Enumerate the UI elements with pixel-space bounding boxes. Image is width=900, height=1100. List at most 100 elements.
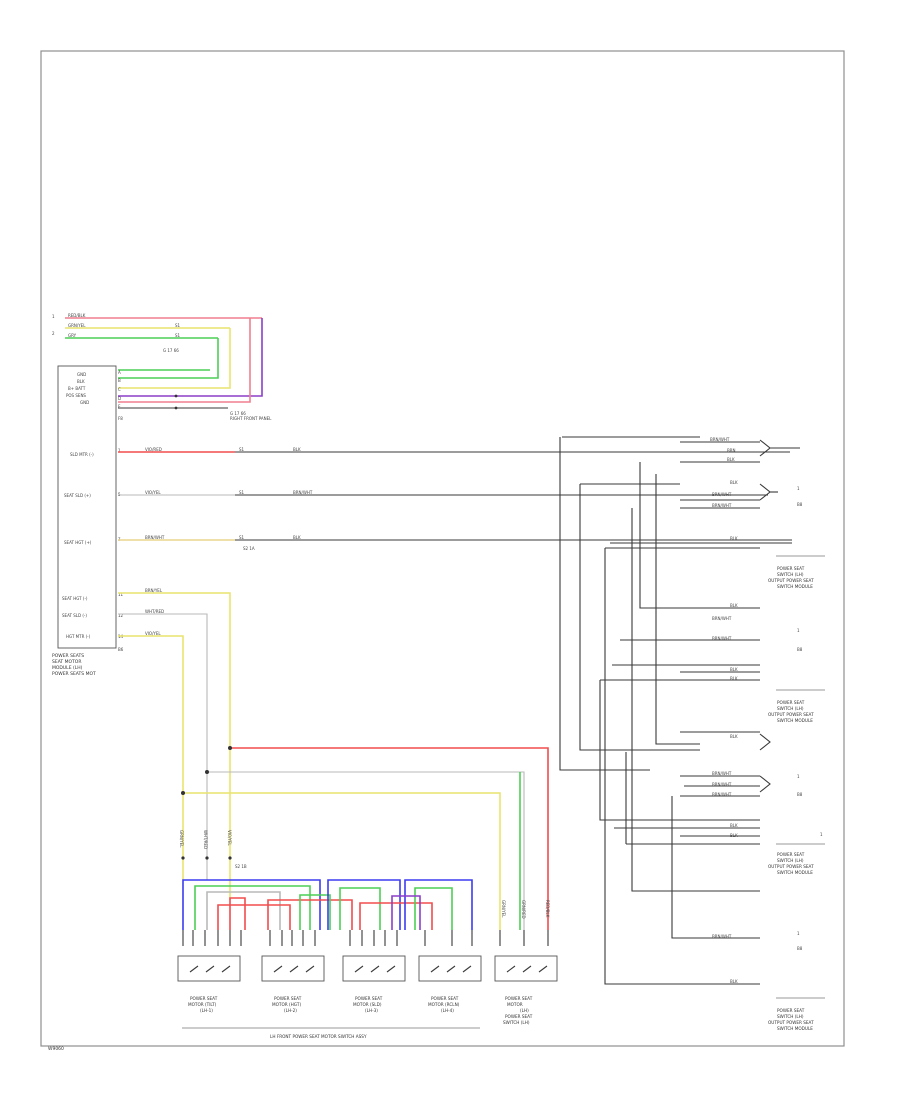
svg-text:E: E [118, 404, 121, 409]
switch-1-line-1: POWER SEAT [190, 996, 218, 1001]
svg-text:VIO/YEL: VIO/YEL [145, 631, 161, 636]
page-footer: W9060 [48, 1046, 64, 1052]
svg-text:F8: F8 [118, 416, 123, 421]
svg-text:11: 11 [118, 592, 124, 597]
right-module-2-line-3: OUTPUT POWER SEAT [768, 712, 814, 717]
svg-text:BLK: BLK [77, 379, 85, 384]
svg-text:12: 12 [118, 613, 124, 618]
switch-5-line-3: (LH) [520, 1008, 529, 1013]
svg-text:BRN/WHT: BRN/WHT [712, 616, 732, 621]
svg-text:BRN/WHT: BRN/WHT [712, 792, 732, 797]
svg-text:HGT MTR (-): HGT MTR (-) [66, 634, 91, 639]
right-module-4-line-3: OUTPUT POWER SEAT [768, 1020, 814, 1025]
svg-text:S2 1A: S2 1A [243, 546, 255, 551]
switch-4-line-1: POWER SEAT [431, 996, 459, 1001]
svg-text:BRN/YEL: BRN/YEL [145, 588, 163, 593]
switch-2-line-1: POWER SEAT [274, 996, 302, 1001]
right-module-1-line-4: SWITCH MODULE [777, 584, 813, 589]
right-module-4-line-4: SWITCH MODULE [777, 1026, 813, 1031]
svg-text:BRN/WHT: BRN/WHT [712, 636, 732, 641]
switch-labels: POWER SEAT MOTOR (TILT) (LH-1) POWER SEA… [182, 996, 533, 1039]
svg-text:1: 1 [797, 486, 800, 491]
svg-text:B8: B8 [797, 647, 803, 652]
svg-text:D: D [118, 396, 121, 401]
svg-text:POWER SEATS: POWER SEATS [52, 653, 84, 659]
svg-text:S1: S1 [239, 490, 245, 495]
right-module-3-line-2: SWITCH (LH) [777, 858, 804, 863]
right-module-1-line-2: SWITCH (LH) [777, 572, 804, 577]
switch-3-line-2: MOTOR (SLD) [353, 1002, 382, 1007]
right-connector-forks: 1 B8 1 B8 1 B8 1 B8 1 [759, 439, 823, 951]
svg-text:C: C [118, 387, 121, 392]
svg-text:BLK: BLK [730, 734, 738, 739]
right-module-bus [559, 436, 760, 985]
svg-text:G 17 66: G 17 66 [230, 411, 246, 416]
switch-4-line-3: (LH-4) [441, 1008, 454, 1013]
svg-text:BRN/WHT: BRN/WHT [712, 492, 732, 497]
right-module-4-line-1: POWER SEAT [777, 1008, 805, 1013]
right-module-labels: POWER SEAT SWITCH (LH) OUTPUT POWER SEAT… [768, 555, 825, 1031]
svg-text:BLK: BLK [730, 979, 738, 984]
svg-text:SEAT HGT (-): SEAT HGT (-) [62, 596, 88, 601]
svg-text:SLD MTR (-): SLD MTR (-) [70, 452, 94, 457]
svg-text:SEAT SLD (-): SEAT SLD (-) [62, 613, 87, 618]
right-module-1-line-1: POWER SEAT [777, 566, 805, 571]
svg-text:RED/BLK: RED/BLK [545, 900, 550, 918]
switch-5-line-2: MOTOR [507, 1002, 523, 1007]
right-module-2-line-2: SWITCH (LH) [777, 706, 804, 711]
svg-text:BLK: BLK [730, 667, 738, 672]
svg-text:GND: GND [77, 372, 86, 377]
switch-5-line-4: POWER SEAT [505, 1014, 533, 1019]
svg-text:BLK: BLK [293, 535, 301, 540]
svg-text:GRY: GRY [68, 333, 77, 338]
svg-text:BRN/WHT: BRN/WHT [145, 535, 165, 540]
switch-5-line-1: POWER SEAT [505, 996, 533, 1001]
bottom-group-label: LH FRONT POWER SEAT MOTOR SWITCH ASSY [270, 1034, 367, 1039]
svg-text:GRN/RED: GRN/RED [521, 900, 526, 919]
svg-text:BLK: BLK [730, 480, 738, 485]
svg-text:B8: B8 [797, 792, 803, 797]
svg-text:GND: GND [80, 400, 89, 405]
svg-text:2: 2 [52, 331, 55, 336]
svg-text:VIO/RED: VIO/RED [145, 447, 162, 452]
svg-text:WHT/RED: WHT/RED [145, 609, 164, 614]
svg-text:BRN/WHT: BRN/WHT [712, 503, 732, 508]
right-module-3-line-4: SWITCH MODULE [777, 870, 813, 875]
svg-text:BLK: BLK [730, 833, 738, 838]
svg-text:SEAT SLD (+): SEAT SLD (+) [64, 493, 91, 498]
switch-pin-stubs [182, 930, 549, 946]
svg-text:S2 1B: S2 1B [235, 864, 247, 869]
svg-text:POWER SEATS MOT: POWER SEATS MOT [52, 671, 96, 677]
switch-5 [494, 955, 558, 982]
svg-text:BLK: BLK [730, 536, 738, 541]
switch-1 [177, 955, 241, 982]
svg-text:1: 1 [797, 931, 800, 936]
svg-text:POS SENS: POS SENS [66, 393, 86, 398]
svg-text:B6: B6 [118, 647, 124, 652]
svg-text:BRN: BRN [727, 448, 736, 453]
svg-text:RED/BLK: RED/BLK [68, 313, 86, 318]
right-module-2-line-1: POWER SEAT [777, 700, 805, 705]
svg-text:B8: B8 [797, 946, 803, 951]
seat-control-unit: GND BLK B+ BATT POS SENS GND SLD MTR (-)… [52, 365, 117, 677]
svg-text:BRN/WHT: BRN/WHT [712, 934, 732, 939]
svg-text:VIO/YEL: VIO/YEL [227, 830, 232, 846]
right-module-3-line-3: OUTPUT POWER SEAT [768, 864, 814, 869]
switch-3-line-3: (LH-3) [365, 1008, 378, 1013]
lower-harness: BRN/YEL WHT/RED VIO/YEL S2 1B GRN/YEL WH… [118, 588, 550, 930]
svg-text:SEAT MOTOR: SEAT MOTOR [52, 659, 81, 665]
svg-text:1: 1 [797, 774, 800, 779]
switch-4 [418, 955, 482, 982]
svg-text:1: 1 [52, 314, 55, 319]
svg-text:WHT/RED: WHT/RED [203, 830, 208, 849]
switch-4-line-2: MOTOR (RCLN) [428, 1002, 460, 1007]
switch-blocks [177, 955, 558, 982]
svg-text:BLK: BLK [730, 676, 738, 681]
right-module-4-line-2: SWITCH (LH) [777, 1014, 804, 1019]
svg-text:BRN/WHT: BRN/WHT [710, 437, 730, 442]
svg-text:B8: B8 [797, 502, 803, 507]
svg-text:BLK: BLK [730, 823, 738, 828]
svg-text:1: 1 [797, 628, 800, 633]
svg-text:G 17 66: G 17 66 [163, 348, 179, 353]
